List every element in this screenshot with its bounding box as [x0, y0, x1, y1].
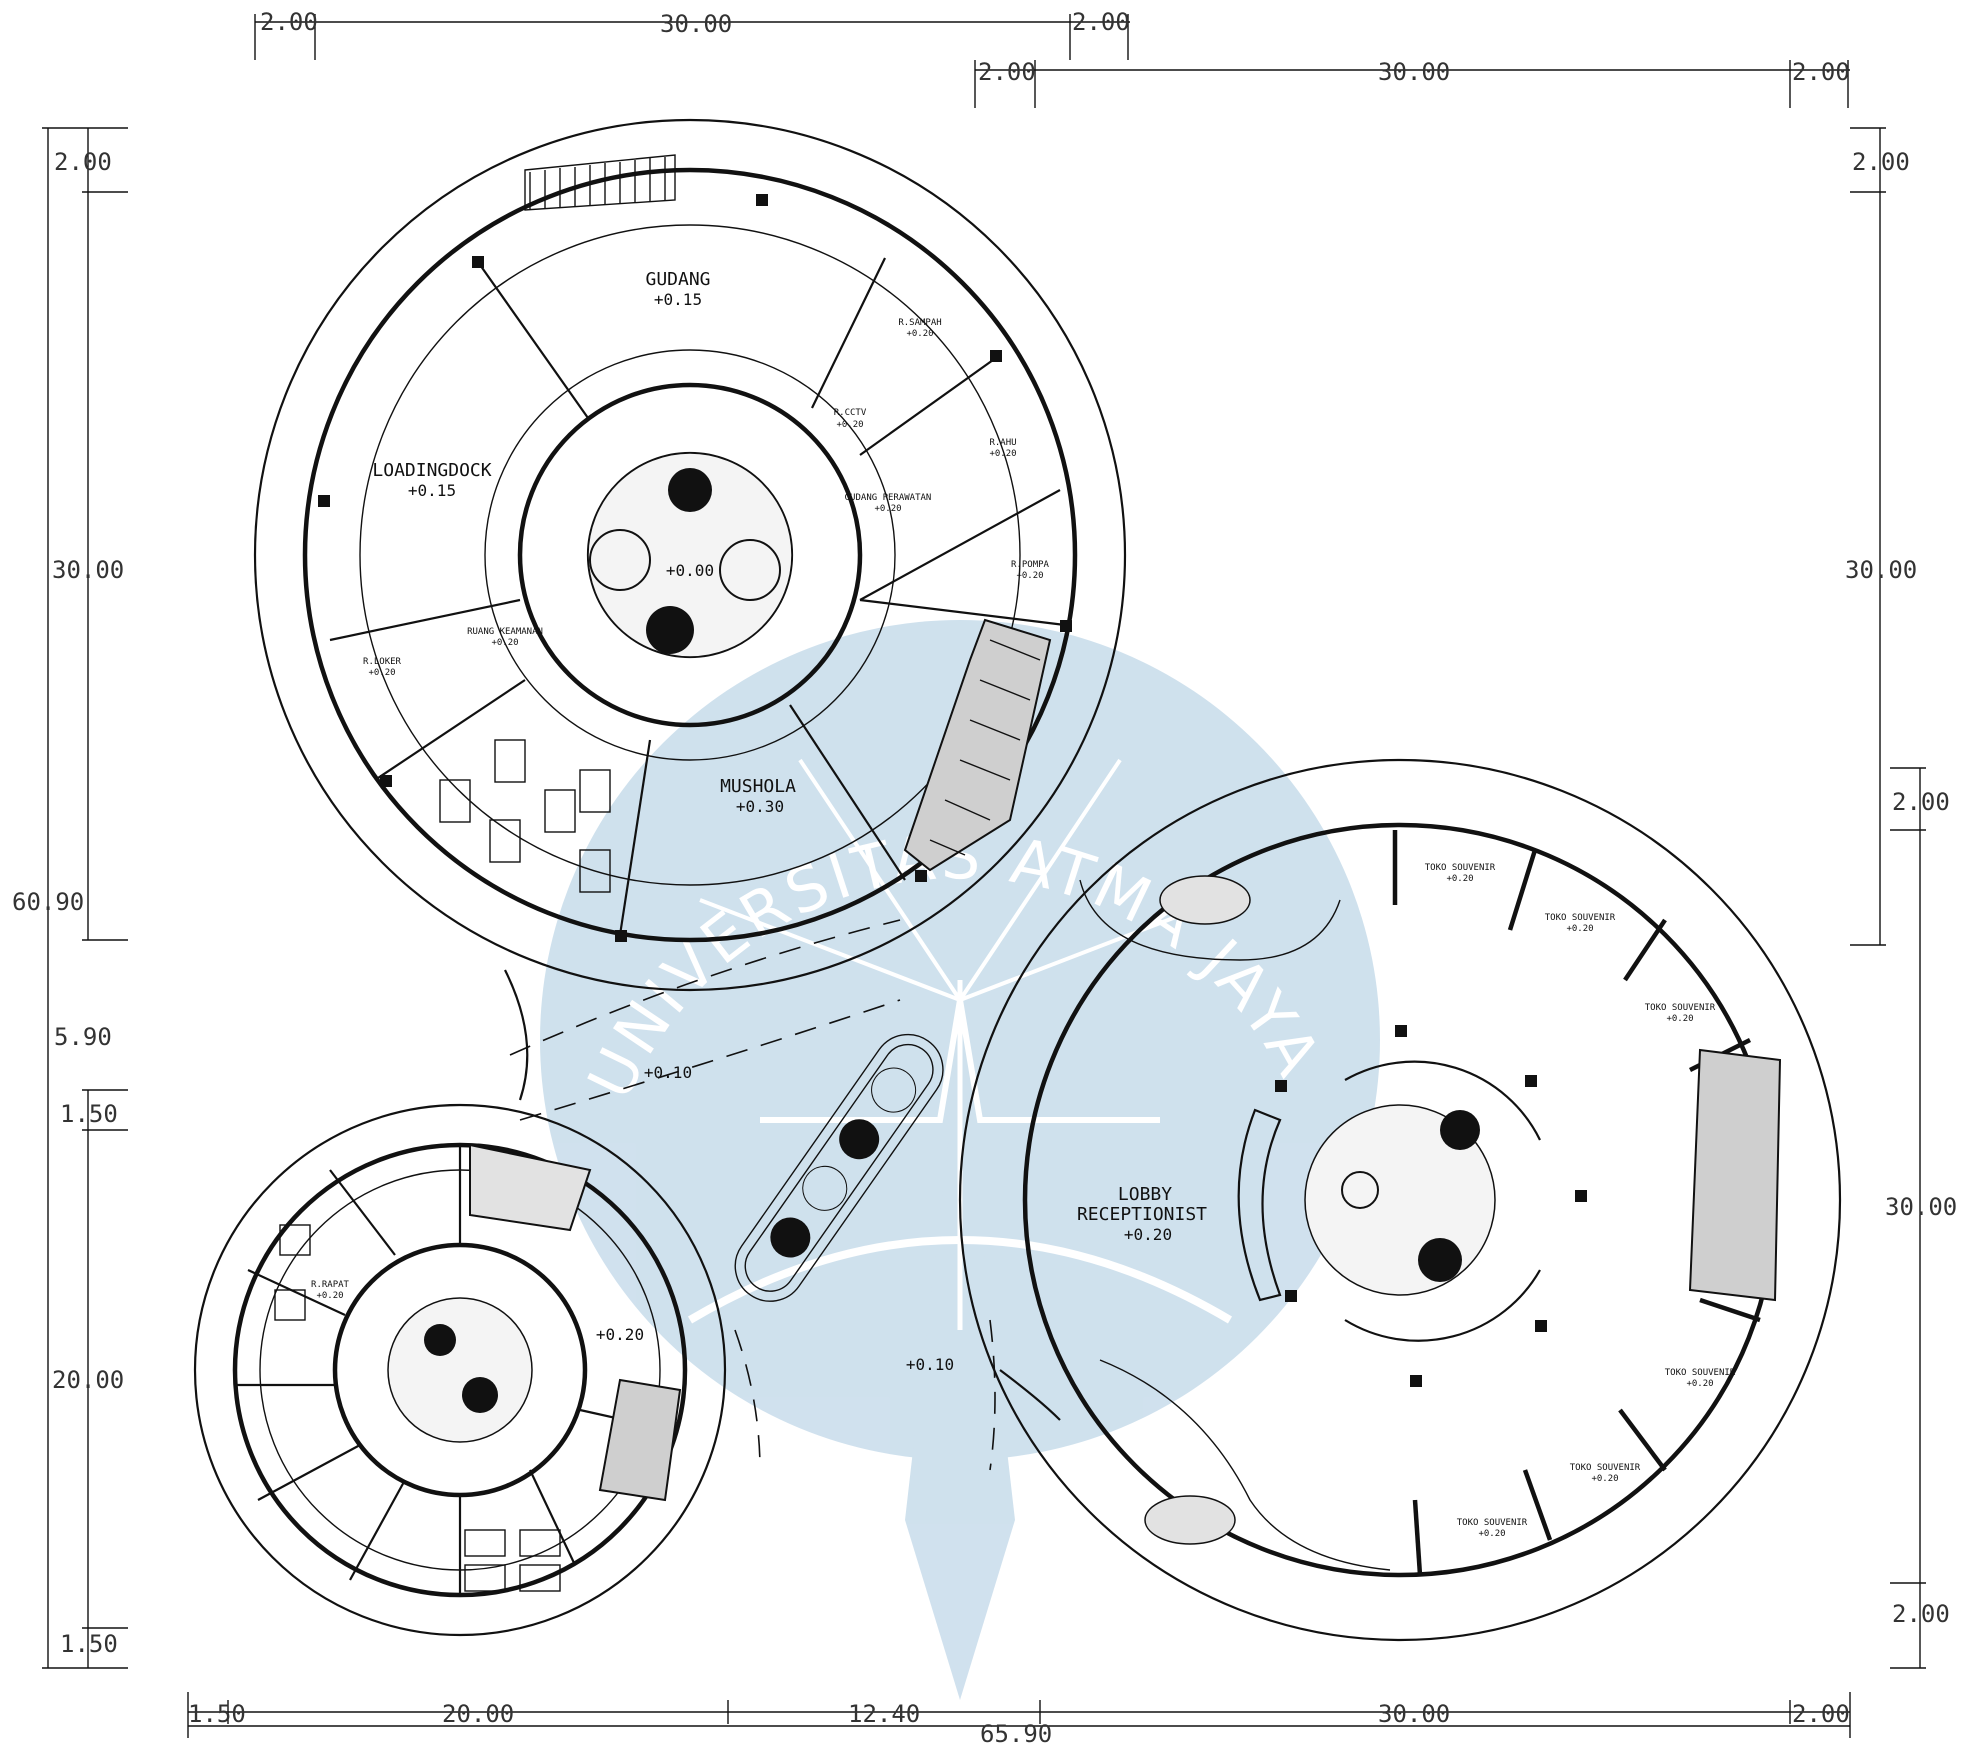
dim-left-e: 20.00: [52, 1366, 124, 1394]
dim-left-a: 2.00: [54, 148, 112, 176]
shop-3-level: +0.20: [1666, 1014, 1693, 1024]
dim-left-c: 5.90: [54, 1023, 112, 1051]
east-building-site: [958, 758, 1842, 1642]
dim-left-b: 30.00: [52, 556, 124, 584]
room-rloker-level: +0.20: [368, 668, 395, 678]
dim-left-total: 60.90: [12, 888, 84, 916]
garden-north: [587, 452, 793, 658]
watermark-tail: [905, 1040, 1015, 1700]
room-rpompa-level: +0.20: [1016, 571, 1043, 581]
room-gudang-perawatan-level: +0.20: [874, 504, 901, 514]
top-dimensions-row2: 2.00 30.00 2.00: [974, 58, 1850, 108]
plaza-left-level: +0.10: [644, 1063, 692, 1082]
shop-6-level: +0.20: [1478, 1529, 1505, 1539]
dim-bottom-e: 2.00: [1792, 1700, 1850, 1728]
bottom-dimensions: 1.50 20.00 12.40 30.00 2.00 65.90: [187, 1692, 1851, 1744]
north-building: GUDANG +0.15 LOADINGDOCK +0.15 MUSHOLA +…: [302, 154, 1078, 943]
east-building: LOBBY RECEPTIONIST +0.20 TOKO SOUVENIR +…: [1022, 822, 1782, 1578]
shop-6-name: TOKO SOUVENIR: [1457, 1518, 1528, 1528]
shop-1-level: +0.20: [1446, 874, 1473, 884]
shop-4-name: TOKO SOUVENIR: [1665, 1368, 1736, 1378]
dim-left-d: 1.50: [60, 1100, 118, 1128]
shop-2-level: +0.20: [1566, 924, 1593, 934]
dim-right-c: 2.00: [1892, 788, 1950, 816]
west-hall-level: +0.20: [596, 1325, 644, 1344]
room-rrapat-level: +0.20: [316, 1291, 343, 1301]
dim-top2-b: 30.00: [1378, 58, 1450, 86]
room-lobby-name: LOBBY: [1118, 1184, 1172, 1205]
top-dimensions-row1: 2.00 30.00 2.00: [254, 8, 1130, 60]
shop-2-name: TOKO SOUVENIR: [1545, 913, 1616, 923]
right-dimensions: 2.00 30.00 2.00 30.00 2.00: [1845, 127, 1957, 1669]
columns-east: [1275, 1025, 1587, 1387]
shop-3-name: TOKO SOUVENIR: [1645, 1003, 1716, 1013]
room-rahu-name: R.AHU: [989, 438, 1016, 448]
room-rcctv-name: R.CCTV: [834, 408, 867, 418]
toilet-block-east: [1688, 1048, 1782, 1302]
room-lobby-level: +0.20: [1124, 1225, 1172, 1244]
room-keamanan-name: RUANG KEAMANAN: [467, 627, 543, 637]
room-rsampah-name: R.SAMPAH: [898, 318, 941, 328]
dim-right-e: 2.00: [1892, 1600, 1950, 1628]
dim-right-b: 30.00: [1845, 556, 1917, 584]
room-gudang-level: +0.15: [654, 290, 702, 309]
west-building: R.RAPAT +0.20 +0.20: [232, 1142, 688, 1598]
left-dimensions: 2.00 30.00 60.90 5.90 1.50 20.00 1.50: [12, 127, 128, 1669]
plaza-planter: [734, 1033, 944, 1302]
room-rsampah-level: +0.20: [906, 329, 933, 339]
shop-4-level: +0.20: [1686, 1379, 1713, 1389]
room-rpompa-name: R.POMPA: [1011, 560, 1050, 570]
meeting-tables-north: [439, 739, 611, 893]
dim-top2-c: 2.00: [1792, 58, 1850, 86]
room-gudang-perawatan-name: GUDANG PERAWATAN: [845, 493, 932, 503]
room-rloker-name: R.LOKER: [363, 657, 402, 667]
toilet-block-north: [903, 618, 1052, 872]
dim-top1-c: 2.00: [1072, 8, 1130, 36]
room-gudang-name: GUDANG: [645, 269, 710, 290]
dim-bottom-a: 1.50: [188, 1700, 246, 1728]
shop-1-name: TOKO SOUVENIR: [1425, 863, 1496, 873]
dim-bottom-c: 12.40: [848, 1700, 920, 1728]
garden-west: [387, 1297, 533, 1443]
north-building-site: [253, 118, 1127, 992]
toilet-block-west: [598, 1378, 682, 1502]
room-rahu-level: +0.20: [989, 449, 1016, 459]
room-mushola-name: MUSHOLA: [720, 776, 796, 797]
room-rcctv-level: +0.20: [836, 420, 863, 430]
dim-bottom-d: 30.00: [1378, 1700, 1450, 1728]
dim-top2-a: 2.00: [978, 58, 1036, 86]
stairs-north: [524, 154, 676, 211]
meeting-tables-west: [274, 1224, 561, 1592]
dim-right-a: 2.00: [1852, 148, 1910, 176]
room-keamanan-level: +0.20: [491, 638, 518, 648]
room-loadingdock-name: LOADINGDOCK: [372, 460, 491, 481]
site-outline: [193, 118, 1842, 1642]
dim-bottom-b: 20.00: [442, 1700, 514, 1728]
shop-5-name: TOKO SOUVENIR: [1570, 1463, 1641, 1473]
dim-left-f: 1.50: [60, 1630, 118, 1658]
dim-right-d: 30.00: [1885, 1193, 1957, 1221]
watermark-logo: UNIVERSITAS ATMA JAYA YOGYAKARTA: [540, 620, 1380, 1700]
garden-top-level: +0.00: [666, 561, 714, 580]
columns-north: [318, 194, 1072, 942]
dim-top1-a: 2.00: [260, 8, 318, 36]
room-mushola-level: +0.30: [736, 797, 784, 816]
room-loadingdock-level: +0.15: [408, 481, 456, 500]
plaza-bottom-level: +0.10: [906, 1355, 954, 1374]
central-plaza: +0.10 +0.10: [509, 919, 996, 1471]
shop-5-level: +0.20: [1591, 1474, 1618, 1484]
west-building-site: [193, 1103, 727, 1637]
room-lobby-sub: RECEPTIONIST: [1077, 1204, 1207, 1225]
dim-top1-b: 30.00: [660, 10, 732, 38]
dim-bottom-total: 65.90: [980, 1720, 1052, 1744]
room-rrapat-name: R.RAPAT: [311, 1280, 350, 1290]
